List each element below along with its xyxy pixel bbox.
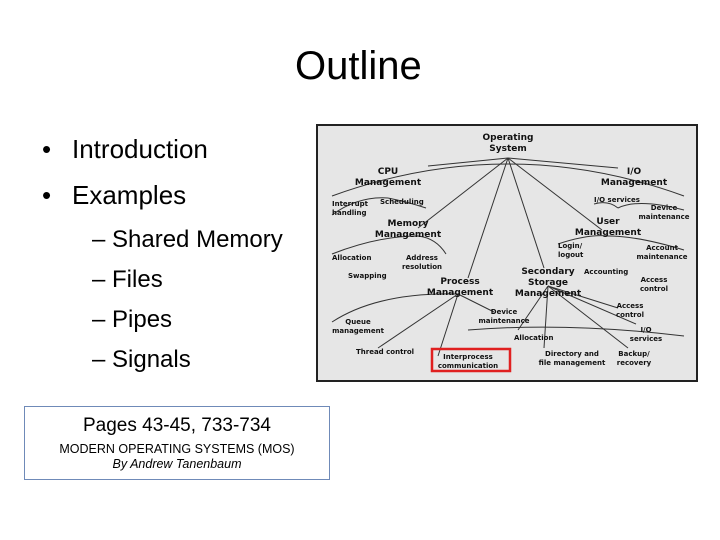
node-login-line2: logout [558, 251, 584, 259]
connector-proc-left [331, 293, 459, 323]
connector-storage-dir [543, 285, 549, 349]
node-queue-line1: Queue [345, 318, 371, 326]
sub-bullet-item: – Files [92, 266, 163, 293]
node-allocation-low: Allocation [514, 334, 553, 342]
node-memory-line2: Management [375, 230, 442, 240]
node-backup-line2: recovery [617, 359, 652, 367]
sub-bullet-item: – Pipes [92, 306, 173, 333]
sub-bullet-text: Shared Memory [112, 226, 283, 253]
connector-mem-right [417, 235, 447, 255]
node-secondary-line3: Management [515, 289, 582, 299]
node-access-control-right-line2: control [640, 285, 668, 293]
node-access-control-right-line1: Access [641, 276, 668, 284]
node-thread-control: Thread control [356, 348, 414, 356]
node-io-services-low-line2: services [630, 335, 662, 343]
node-secondary-line1: Secondary [521, 267, 574, 277]
connector-storage-alloc [517, 285, 549, 331]
node-account-maint-line1: Account [646, 244, 678, 252]
connector-storage-backup [547, 285, 629, 349]
node-memory-line1: Memory [388, 219, 429, 229]
connector-root-storage [507, 157, 545, 269]
connector-storage-io [547, 285, 637, 325]
connector-user-left [557, 235, 609, 245]
interprocess-highlight-box [430, 347, 512, 373]
connector-storage-arc [467, 326, 685, 337]
connector-root-user [507, 157, 603, 231]
node-process-line2: Management [427, 288, 494, 298]
node-address-line1: Address [406, 254, 438, 262]
node-interprocess-line1: Interprocess [443, 353, 493, 361]
connector-io-left [593, 202, 619, 209]
os-diagram-svg: Operating System CPU Management I/O Mana… [331, 133, 690, 373]
reference-book: MODERN OPERATING SYSTEMS (MOS) [59, 442, 295, 456]
node-backup-line1: Backup/ [618, 350, 650, 358]
connector-root-proc [467, 157, 509, 279]
connector-cpu-right [387, 197, 427, 209]
node-cpu-line2: Management [355, 178, 422, 188]
connector-mem-left [331, 235, 419, 255]
node-interprocess-line2: communication [438, 362, 498, 370]
node-device-maint-mid-line1: Device [491, 308, 518, 316]
reference-pages: Pages 43-45, 733-734 [82, 415, 272, 436]
node-device-maint-top-line2: maintenance [638, 213, 689, 221]
connector-proc-device [457, 293, 495, 313]
node-access-control-low-line2: control [616, 311, 644, 319]
bullet-text: Examples [72, 180, 187, 210]
node-accounting: Accounting [584, 268, 628, 276]
connector-root-io [507, 157, 619, 169]
node-address-line2: resolution [402, 263, 442, 271]
node-interrupt-line2: handling [332, 209, 367, 217]
sub-bullet-text: Pipes [112, 306, 173, 333]
bullet-text: Introduction [72, 134, 208, 164]
connector-proc-ipc [437, 293, 459, 357]
node-device-maint-mid-line2: maintenance [478, 317, 529, 325]
connector-proc-thread [377, 293, 459, 349]
bullet-item: • Examples [42, 180, 186, 210]
node-swapping: Swapping [348, 272, 387, 280]
sub-bullet-item: – Signals [92, 346, 191, 373]
node-secondary-line2: Storage [528, 278, 568, 288]
node-directory-line2: file management [539, 359, 606, 367]
os-diagram: Operating System CPU Management I/O Mana… [316, 124, 698, 382]
node-cpu-line1: CPU [378, 167, 399, 177]
node-queue-line2: management [332, 327, 385, 335]
diagram-connectors [331, 157, 685, 357]
diagram-nodes: Operating System CPU Management I/O Mana… [332, 133, 690, 370]
connector-cpu-left [331, 197, 389, 216]
connector-root-cpu [427, 157, 509, 167]
node-scheduling: Scheduling [380, 198, 424, 206]
sub-bullet-text: Signals [112, 346, 191, 373]
node-login-line1: Login/ [558, 242, 583, 250]
node-access-control-low-line1: Access [617, 302, 644, 310]
node-user-line1: User [596, 217, 620, 227]
node-io-line1: I/O [627, 167, 642, 177]
connector-io-right [617, 202, 685, 211]
sub-bullet-text: Files [112, 266, 163, 293]
node-interrupt-line1: Interrupt [332, 200, 369, 208]
node-process-line1: Process [440, 277, 479, 287]
connector-storage-access [547, 285, 619, 309]
node-io-line2: Management [601, 178, 668, 188]
node-io-services: I/O services [594, 196, 640, 204]
node-io-services-low-line1: I/O [640, 326, 651, 334]
reference-author: By Andrew Tanenbaum [112, 457, 242, 471]
reference-box: Pages 43-45, 733-734 MODERN OPERATING SY… [24, 406, 330, 480]
connector-root-mem [417, 157, 509, 229]
node-device-maint-top-line1: Device [651, 204, 678, 212]
node-os-line1: Operating [483, 133, 534, 143]
node-directory-line1: Directory and [545, 350, 599, 358]
slide-title-text: Outline [295, 44, 422, 88]
connector-user-right [607, 235, 685, 251]
node-account-maint-line2: maintenance [636, 253, 687, 261]
node-os-line2: System [489, 144, 527, 154]
sub-bullet-item: – Shared Memory [92, 226, 283, 253]
connector-root-arc [331, 163, 685, 197]
node-user-line2: Management [575, 228, 642, 238]
bullet-dot: • [42, 180, 52, 210]
bullet-item: • Introduction [42, 134, 208, 164]
bullet-dot: • [42, 134, 52, 164]
node-allocation-left: Allocation [332, 254, 371, 262]
